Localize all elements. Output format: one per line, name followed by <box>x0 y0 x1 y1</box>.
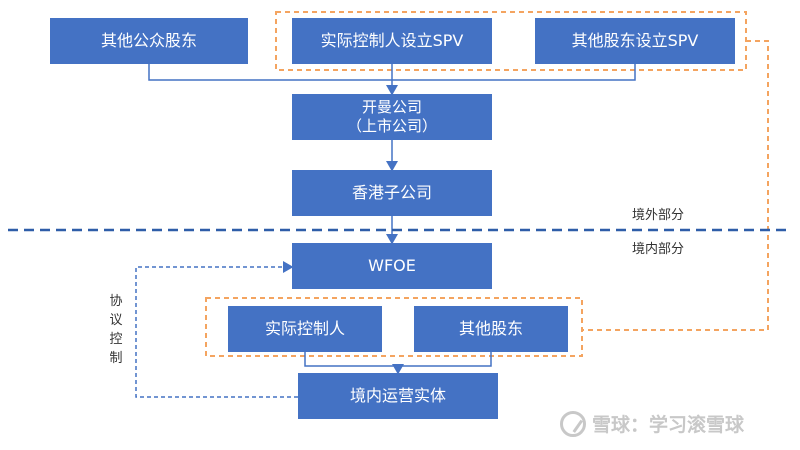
public-shareholders-box: 其他公众股东 <box>50 18 248 64</box>
domestic-operating-entity-box: 境内运营实体 <box>298 373 498 419</box>
xueqiu-logo-icon <box>560 410 586 437</box>
agreement-control-label: 协议控制 <box>109 294 123 366</box>
controller-spv-box: 实际控制人设立SPV <box>292 18 492 64</box>
watermark-text: 雪球：学习滚雪球 <box>592 414 745 436</box>
otherspv-to-cayman-line <box>392 64 636 81</box>
xueqiu-watermark: 雪球：学习滚雪球 <box>560 410 744 437</box>
other-to-entity-line <box>398 352 492 367</box>
controller-to-entity-line <box>304 352 398 367</box>
hk-subsidiary-box: 香港子公司 <box>292 170 492 216</box>
wfoe-box: WFOE <box>292 243 492 289</box>
overseas-section-label: 境外部分 <box>632 208 685 223</box>
domestic-shareholders-group-border <box>205 297 583 357</box>
other-shareholders-box: 其他股东 <box>414 306 568 352</box>
domestic-section-label: 境内部分 <box>632 242 685 257</box>
public-to-cayman-line <box>148 64 392 81</box>
cayman-listed-company-box: 开曼公司 （上市公司） <box>292 94 492 140</box>
other-shareholders-spv-box: 其他股东设立SPV <box>535 18 735 64</box>
actual-controller-box: 实际控制人 <box>228 306 382 352</box>
agreement-control-line <box>135 261 298 398</box>
groups-link-line <box>582 40 769 331</box>
